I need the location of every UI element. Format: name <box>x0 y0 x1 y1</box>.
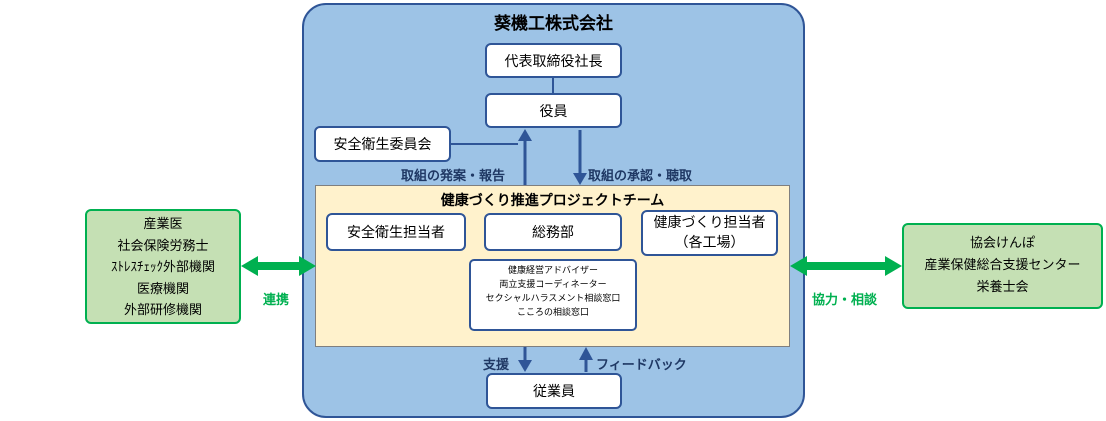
right-double-arrow <box>790 256 902 276</box>
right-partner-item: 産業保健総合支援センター <box>924 258 1081 273</box>
proposal-report-label: 取組の発案・報告 <box>401 169 506 184</box>
left-link-label: 連携 <box>263 293 290 308</box>
role-item: セクシャルハラスメント相談窓口 <box>485 294 621 304</box>
role-item: 両立支援コーディネーター <box>499 280 607 290</box>
approval-arrow-head <box>573 173 587 185</box>
external-partners-left: 産業医 社会保険労務士 ｽﾄﾚｽﾁｪｯｸ外部機関 医療機関 外部研修機関 <box>85 209 241 324</box>
president-box: 代表取締役社長 <box>485 43 622 78</box>
right-partner-item: 栄養士会 <box>976 280 1029 295</box>
left-partner-item: 社会保険労務士 <box>117 238 209 254</box>
health-officer-line2: （各工場） <box>674 235 745 251</box>
consultation-roles-box: 健康経営アドバイザー 両立支援コーディネーター セクシャルハラスメント相談窓口 … <box>469 259 637 331</box>
right-link-label: 協力・相談 <box>812 293 878 308</box>
role-item: 健康経営アドバイザー <box>507 266 598 276</box>
health-officer-box: 健康づくり担当者 （各工場） <box>641 210 778 256</box>
left-partner-item: 外部研修機関 <box>123 303 202 318</box>
general-affairs-box: 総務部 <box>484 213 622 251</box>
right-partner-item: 協会けんぽ <box>969 236 1035 251</box>
left-partner-item: 医療機関 <box>136 281 189 297</box>
safety-officer-box: 安全衛生担当者 <box>326 213 466 251</box>
support-label: 支援 <box>483 358 510 373</box>
safety-committee-box: 安全衛生委員会 <box>314 126 451 162</box>
external-partners-right: 協会けんぽ 産業保健総合支援センター 栄養士会 <box>902 223 1103 309</box>
feedback-label: フィードバック <box>596 358 687 373</box>
health-officer-line1: 健康づくり担当者 <box>653 215 766 231</box>
approval-label: 取組の承認・聴取 <box>588 169 693 184</box>
employees-box: 従業員 <box>486 373 622 409</box>
proposal-arrow-head <box>518 129 532 141</box>
left-partner-item: ｽﾄﾚｽﾁｪｯｸ外部機関 <box>110 260 215 275</box>
project-team-title: 健康づくり推進プロジェクトチーム <box>440 193 665 209</box>
left-double-arrow <box>241 256 316 276</box>
support-arrow-head <box>518 360 532 372</box>
left-partner-item: 産業医 <box>143 217 183 232</box>
company-title: 葵機工株式会社 <box>494 14 613 34</box>
feedback-arrow-head <box>579 347 593 360</box>
officers-box: 役員 <box>485 93 622 128</box>
role-item: こころの相談窓口 <box>516 308 589 318</box>
